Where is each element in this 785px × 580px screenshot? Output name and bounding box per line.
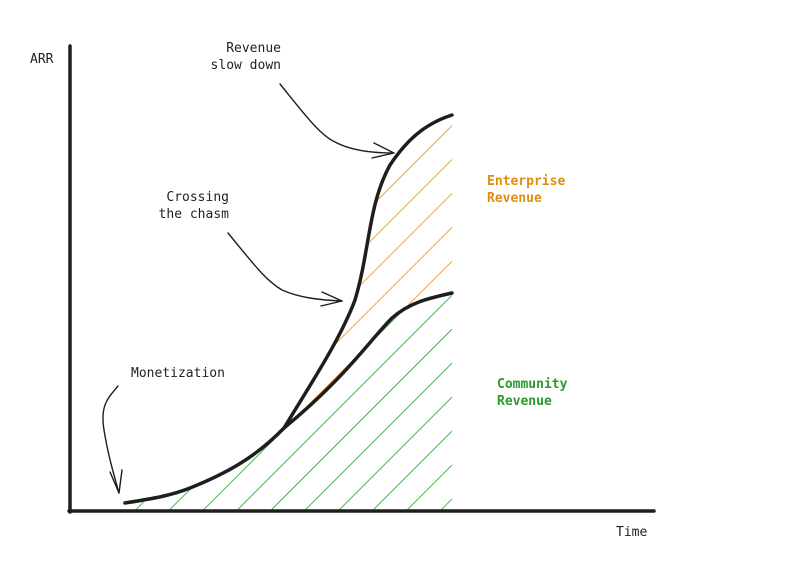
- enterprise-revenue-region: [284, 115, 452, 428]
- community-arr-curve: [282, 291, 454, 430]
- monetization-arrow: [102, 385, 123, 494]
- total-arr-curve: [123, 113, 454, 505]
- y-axis-label: ARR: [30, 52, 54, 67]
- crossing-chasm-label-line-2: the chasm: [159, 207, 230, 222]
- crossing-chasm-label-line-1: Crossing: [166, 190, 229, 205]
- revenue-slowdown-arrow: [279, 83, 395, 159]
- x-axis-label: Time: [616, 525, 647, 540]
- revenue-slowdown-label-line-1: Revenue: [226, 41, 281, 56]
- revenue-slowdown-label-line-2: slow down: [211, 58, 281, 73]
- enterprise-revenue-label-line-1: Enterprise: [487, 174, 565, 189]
- community-revenue-label-line-2: Revenue: [497, 394, 552, 409]
- enterprise-revenue-label-line-2: Revenue: [487, 191, 542, 206]
- monetization-label: Monetization: [131, 366, 225, 381]
- community-revenue-region: [125, 293, 452, 511]
- community-revenue-label-line-1: Community: [497, 377, 568, 392]
- crossing-chasm-arrow: [227, 232, 343, 307]
